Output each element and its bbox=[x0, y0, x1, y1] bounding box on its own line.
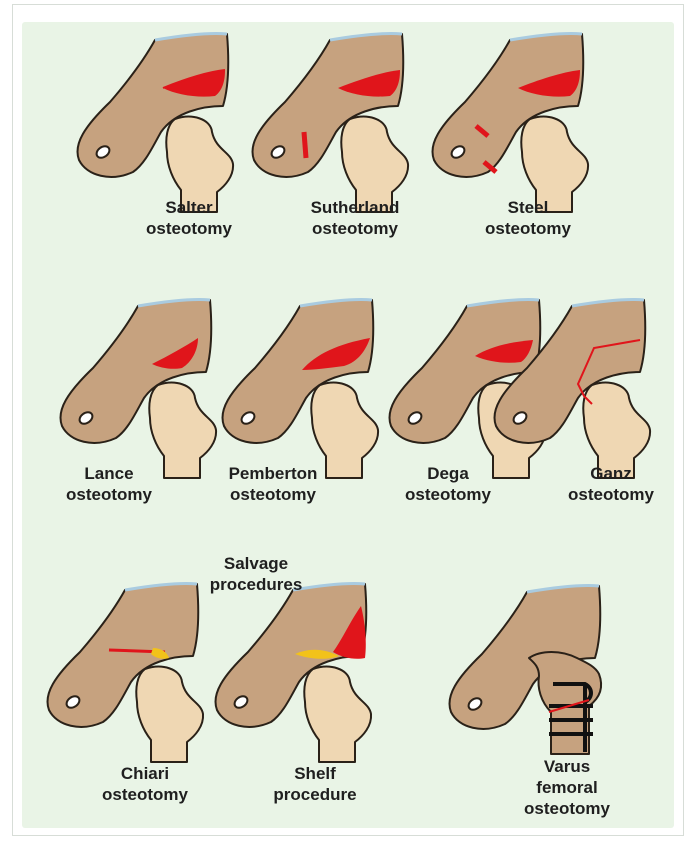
pubic-cut bbox=[304, 132, 306, 158]
hip-steel bbox=[432, 33, 588, 212]
hip-chiari bbox=[47, 583, 203, 762]
hip-varus-femoral bbox=[449, 585, 601, 754]
hip-lance bbox=[60, 299, 216, 478]
proximal-femur bbox=[529, 652, 601, 754]
hip-salter bbox=[77, 33, 233, 212]
hip-sutherland bbox=[252, 33, 408, 212]
hip-pemberton bbox=[222, 299, 378, 478]
hip-shelf bbox=[215, 583, 371, 762]
